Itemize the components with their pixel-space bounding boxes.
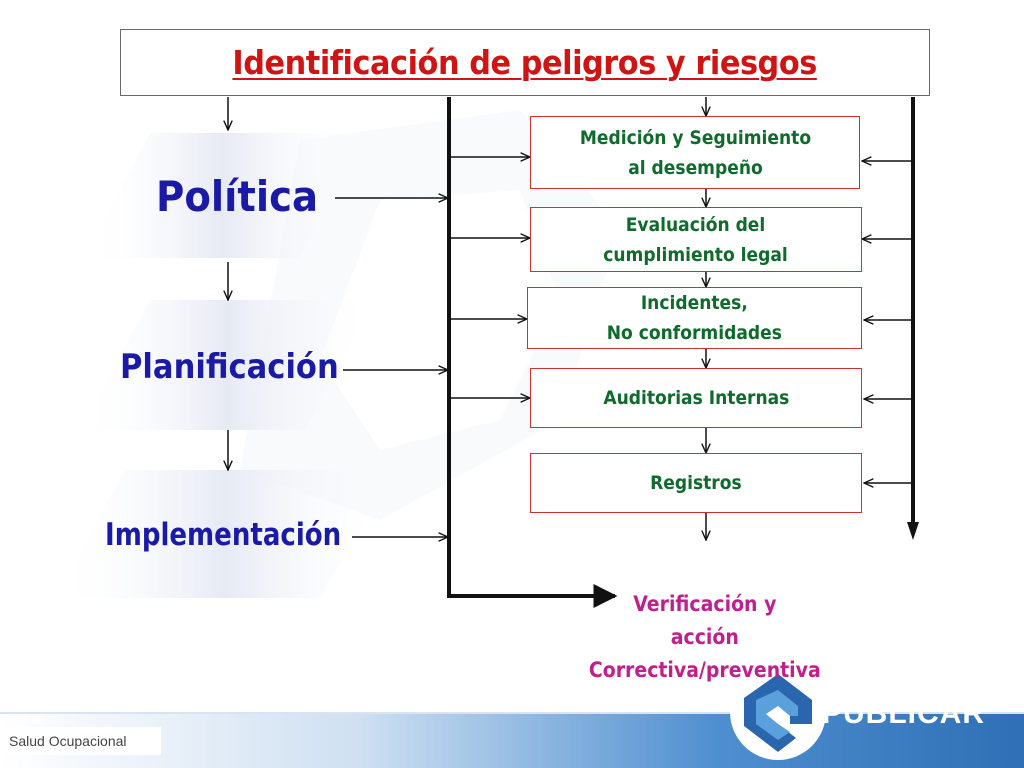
stage-backdrop-1 xyxy=(85,133,360,258)
box-incidentes: Incidentes, No conformidades xyxy=(527,287,862,349)
box-registros: Registros xyxy=(530,453,862,513)
box-auditorias: Auditorias Internas xyxy=(530,368,862,428)
footer-band xyxy=(0,712,1024,768)
diagram-title: Identificación de peligros y riesgos xyxy=(232,43,818,82)
outcome-verificacion: Verificación y acción Correctiva/prevent… xyxy=(589,592,821,682)
box-evaluacion-legal: Evaluación del cumplimiento legal xyxy=(530,207,862,272)
watermark-shape xyxy=(240,110,620,520)
title-box: Identificación de peligros y riesgos xyxy=(120,29,930,96)
stage-backdrop-2 xyxy=(80,300,375,430)
stage-politica: Política xyxy=(156,172,319,221)
brand-name: PUBLICAR xyxy=(822,697,985,730)
box-medicion-seguimiento: Medición y Seguimiento al desempeño xyxy=(530,116,860,189)
stage-backdrop-3 xyxy=(55,470,395,598)
stage-implementacion: Implementación xyxy=(105,517,342,553)
stage-planificacion: Planificación xyxy=(120,347,339,387)
footer-label: Salud Ocupacional xyxy=(3,727,161,755)
publicar-logo-icon xyxy=(730,664,826,760)
